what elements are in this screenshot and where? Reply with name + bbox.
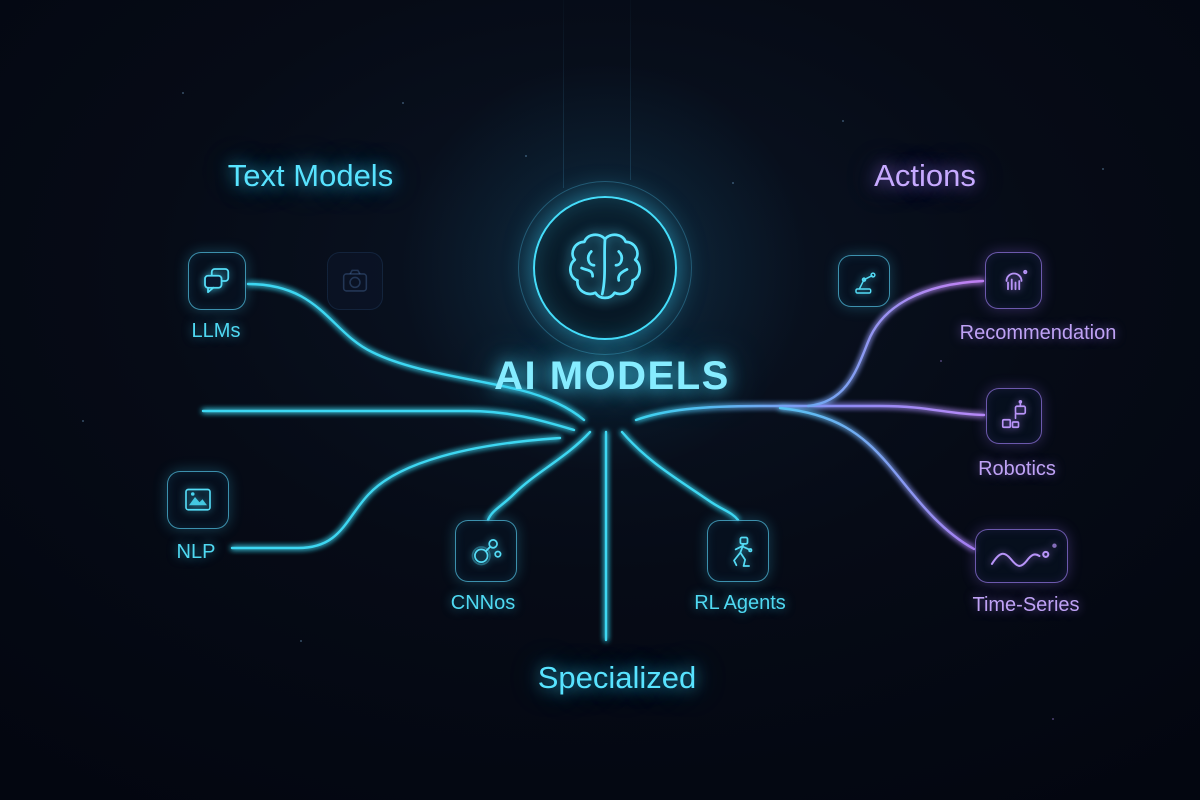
- node-rl-agents-label: RL Agents: [694, 592, 786, 614]
- group-label-specialized: Specialized: [537, 660, 697, 695]
- robot-arm-icon: [855, 272, 876, 294]
- robot-arm-tile: [838, 255, 890, 307]
- center-title: AI MODELS: [494, 354, 730, 398]
- node-recommendation-label: Recommendation: [959, 322, 1117, 344]
- robot-blocks-icon: [1001, 399, 1027, 429]
- hub-outer-ring: [518, 181, 692, 355]
- node-nlp: [167, 471, 229, 529]
- ghost-tile: [327, 252, 383, 310]
- ranking-gauge-icon: [1005, 269, 1027, 290]
- group-label-text-models: Text Models: [227, 158, 394, 193]
- node-llms: [188, 252, 246, 310]
- node-llms-label: LLMs: [191, 320, 241, 342]
- node-robotics: [986, 388, 1042, 444]
- node-time-series-label: Time-Series: [972, 594, 1080, 616]
- node-nlp-label: NLP: [176, 541, 216, 563]
- waveform-icon: [990, 543, 1057, 567]
- molecule-icon: [471, 539, 502, 566]
- walking-robot-icon: [733, 536, 753, 567]
- camera-icon: [342, 269, 368, 292]
- node-cnnos: [455, 520, 517, 582]
- brain-icon: [569, 233, 641, 300]
- node-robotics-label: Robotics: [978, 458, 1056, 480]
- node-rl-agents: [707, 520, 769, 582]
- group-label-actions: Actions: [874, 158, 976, 193]
- center-hub: [533, 196, 677, 340]
- node-time-series: [975, 529, 1068, 583]
- node-recommendation: [985, 252, 1042, 309]
- chat-bubbles-icon: [204, 268, 230, 294]
- image-icon: [185, 488, 211, 511]
- node-cnnos-label: CNNos: [450, 592, 516, 614]
